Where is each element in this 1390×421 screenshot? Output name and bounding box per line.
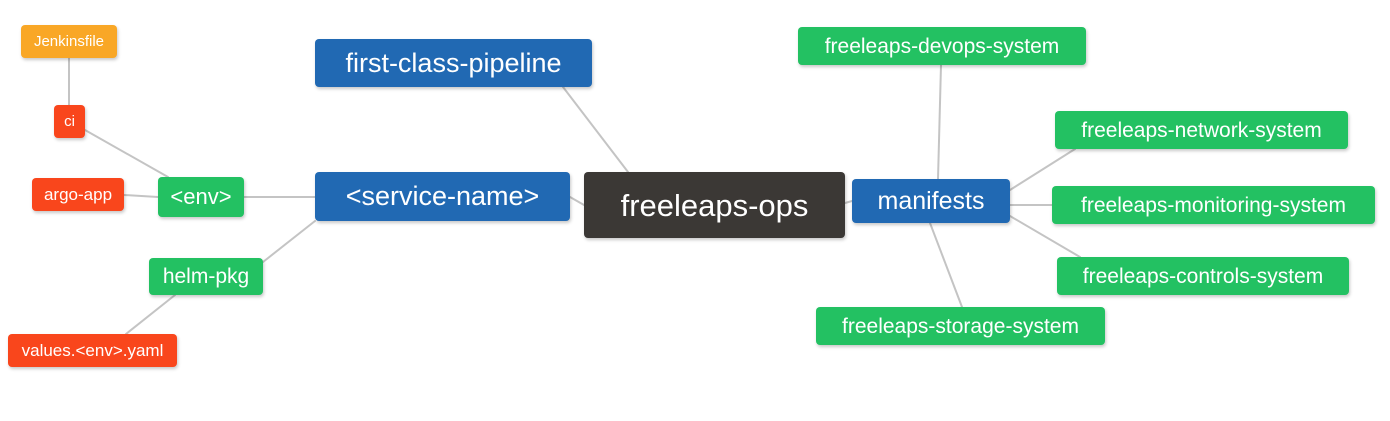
node-label-helm-pkg: helm-pkg — [162, 265, 250, 288]
node-label-ci: ci — [64, 113, 75, 130]
node-label-freeleaps-network-system: freeleaps-network-system — [1081, 118, 1322, 142]
node-env[interactable]: <env> — [158, 177, 244, 217]
node-helm-pkg[interactable]: helm-pkg — [149, 258, 263, 295]
node-label-freeleaps-controls-system: freeleaps-controls-system — [1082, 264, 1324, 288]
node-label-freeleaps-storage-system: freeleaps-storage-system — [842, 314, 1079, 338]
node-label-env: <env> — [170, 184, 232, 209]
node-service-name[interactable]: <service-name> — [315, 172, 570, 221]
node-label-argo-app: argo-app — [43, 185, 113, 204]
node-label-first-class-pipeline: first-class-pipeline — [345, 47, 562, 78]
node-argo-app[interactable]: argo-app — [32, 178, 124, 211]
node-manifests[interactable]: manifests — [852, 179, 1010, 223]
node-freeleaps-controls-system[interactable]: freeleaps-controls-system — [1057, 257, 1349, 295]
edge-env-to-argo-app — [123, 194, 159, 198]
node-label-freeleaps-devops-system: freeleaps-devops-system — [824, 34, 1060, 58]
node-label-values-env-yaml: values.<env>.yaml — [21, 341, 164, 360]
node-label-jenkinsfile: Jenkinsfile — [33, 33, 105, 50]
edge-env-to-ci — [84, 129, 169, 178]
node-label-freeleaps-monitoring-system: freeleaps-monitoring-system — [1081, 193, 1346, 217]
edge-freeleaps-ops-to-first-class-pipeline — [562, 86, 629, 173]
node-freeleaps-storage-system[interactable]: freeleaps-storage-system — [816, 307, 1105, 345]
node-label-service-name: <service-name> — [345, 181, 540, 211]
node-values-env-yaml[interactable]: values.<env>.yaml — [8, 334, 177, 367]
edge-manifests-to-freeleaps-devops-system — [937, 64, 942, 180]
node-freeleaps-ops[interactable]: freeleaps-ops — [584, 172, 845, 238]
edge-manifests-to-freeleaps-storage-system — [929, 222, 963, 308]
node-first-class-pipeline[interactable]: first-class-pipeline — [315, 39, 592, 87]
edge-freeleaps-ops-to-service-name — [569, 196, 585, 206]
node-freeleaps-network-system[interactable]: freeleaps-network-system — [1055, 111, 1348, 149]
node-label-manifests: manifests — [877, 186, 985, 215]
edge-service-name-to-helm-pkg — [262, 220, 316, 263]
edge-manifests-to-freeleaps-network-system — [1009, 148, 1076, 191]
node-ci[interactable]: ci — [54, 105, 85, 138]
edge-helm-pkg-to-values-env-yaml — [125, 294, 176, 335]
node-jenkinsfile[interactable]: Jenkinsfile — [21, 25, 117, 58]
node-freeleaps-monitoring-system[interactable]: freeleaps-monitoring-system — [1052, 186, 1375, 224]
edge-freeleaps-ops-to-manifests — [844, 200, 853, 204]
node-label-freeleaps-ops: freeleaps-ops — [620, 187, 809, 223]
node-freeleaps-devops-system[interactable]: freeleaps-devops-system — [798, 27, 1086, 65]
